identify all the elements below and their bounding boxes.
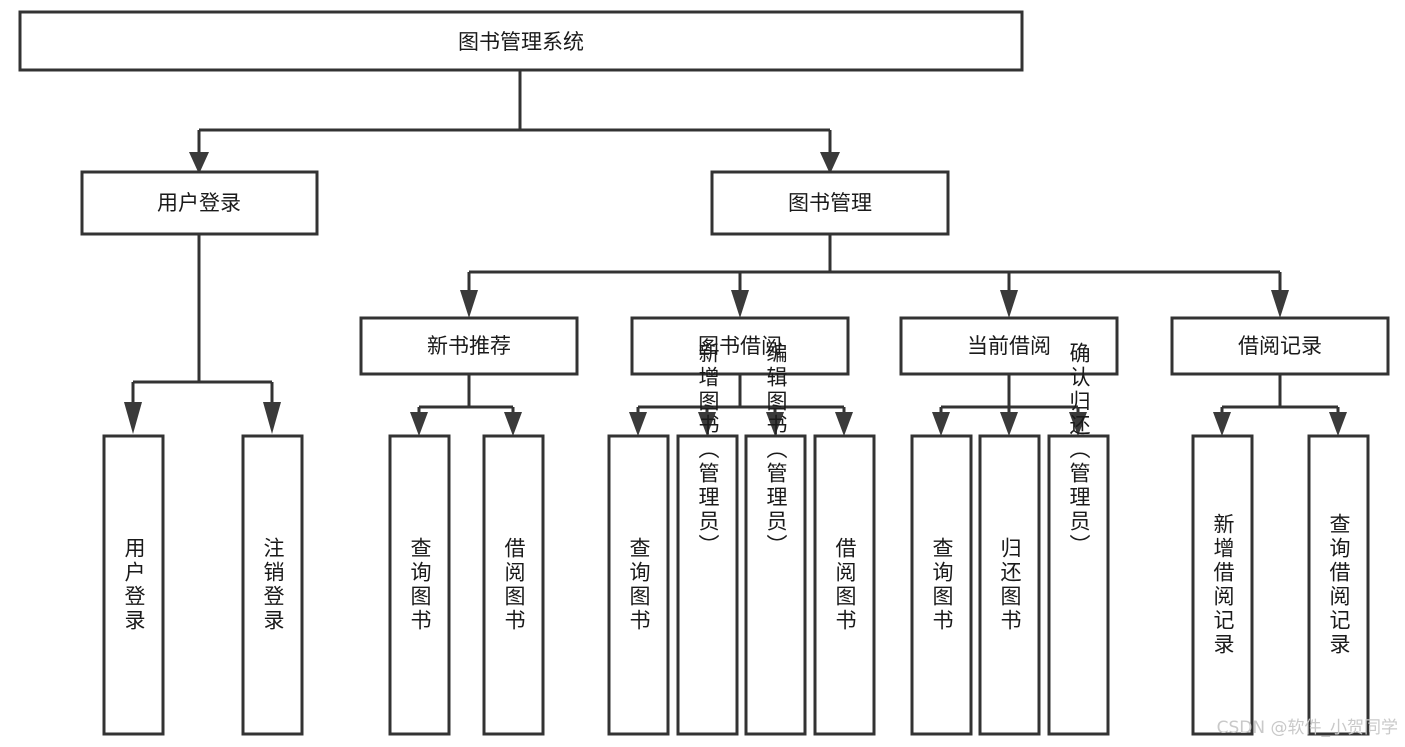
node-leaf-return-book-box[interactable] bbox=[978, 434, 1041, 736]
node-leaf-confirm-return[interactable]: 确认归还（管理员） bbox=[1047, 342, 1110, 736]
node-borrow-record-box[interactable] bbox=[1170, 316, 1390, 376]
node-borrow-record-label: 借阅记录 bbox=[1238, 334, 1322, 358]
node-leaf-logout-login-label: 注销登录 bbox=[261, 537, 285, 633]
arrow-leaf-return-book bbox=[1000, 412, 1018, 436]
arrow-leaf-query-book-3 bbox=[932, 412, 950, 436]
node-book-borrow[interactable]: 图书借阅 bbox=[630, 316, 850, 376]
node-current-borrow-label: 当前借阅 bbox=[967, 334, 1051, 358]
node-leaf-borrow-book-2-box[interactable] bbox=[813, 434, 876, 736]
node-leaf-add-record[interactable]: 新增借阅记录 bbox=[1191, 434, 1254, 736]
node-borrow-record[interactable]: 借阅记录 bbox=[1170, 316, 1390, 376]
arrow-leaf-query-record bbox=[1329, 412, 1347, 436]
node-leaf-borrow-book-2-label: 借阅图书 bbox=[833, 537, 857, 633]
node-book-manage[interactable]: 图书管理 bbox=[710, 170, 950, 236]
arrow-leaf-logout-login bbox=[263, 402, 281, 434]
node-leaf-query-book-3-label: 查询图书 bbox=[930, 537, 954, 633]
node-book-manage-label: 图书管理 bbox=[788, 191, 872, 215]
node-leaf-add-book[interactable]: 新增图书（管理员） bbox=[676, 342, 739, 736]
node-leaf-confirm-return-box[interactable] bbox=[1047, 434, 1110, 736]
node-leaf-return-book-label: 归还图书 bbox=[998, 537, 1022, 633]
node-book-borrow-label: 图书借阅 bbox=[698, 334, 782, 358]
connector-layer bbox=[124, 70, 1347, 436]
node-leaf-query-book-2[interactable]: 查询图书 bbox=[607, 434, 670, 736]
node-leaf-borrow-book-1-label: 借阅图书 bbox=[502, 537, 526, 633]
node-leaf-borrow-book-1[interactable]: 借阅图书 bbox=[482, 434, 545, 736]
node-new-book-recommend-box[interactable] bbox=[359, 316, 579, 376]
node-leaf-borrow-book-1-box[interactable] bbox=[482, 434, 545, 736]
arrow-leaf-query-book-1 bbox=[410, 412, 428, 436]
node-leaf-user-login-box[interactable] bbox=[102, 434, 165, 736]
node-leaf-query-book-3[interactable]: 查询图书 bbox=[910, 434, 973, 736]
arrow-to-book-borrow bbox=[731, 290, 749, 318]
node-leaf-user-login-label: 用户登录 bbox=[122, 537, 146, 633]
arrow-leaf-confirm-return bbox=[1069, 412, 1087, 436]
arrow-leaf-edit-book bbox=[766, 412, 784, 436]
arrow-leaf-borrow-book-1 bbox=[504, 412, 522, 436]
node-leaf-query-book-1-box[interactable] bbox=[388, 434, 451, 736]
node-user-login[interactable]: 用户登录 bbox=[80, 170, 319, 236]
node-new-book-recommend[interactable]: 新书推荐 bbox=[359, 316, 579, 376]
arrow-leaf-user-login bbox=[124, 402, 142, 434]
node-leaf-add-book-box[interactable] bbox=[676, 434, 739, 736]
node-leaf-edit-book-box[interactable] bbox=[744, 434, 807, 736]
arrow-to-current-borrow bbox=[1000, 290, 1018, 318]
arrow-to-book-manage bbox=[820, 152, 840, 174]
node-new-book-recommend-label: 新书推荐 bbox=[427, 334, 511, 358]
node-leaf-query-book-1[interactable]: 查询图书 bbox=[388, 434, 451, 736]
node-leaf-logout-login-box[interactable] bbox=[241, 434, 304, 736]
csdn-watermark: CSDN @软件_小贺同学 bbox=[1217, 718, 1398, 738]
node-leaf-return-book[interactable]: 归还图书 bbox=[978, 434, 1041, 736]
node-user-login-label: 用户登录 bbox=[157, 191, 241, 215]
node-book-borrow-box[interactable] bbox=[630, 316, 850, 376]
node-leaf-borrow-book-2[interactable]: 借阅图书 bbox=[813, 434, 876, 736]
node-leaf-edit-book[interactable]: 编辑图书（管理员） bbox=[744, 342, 807, 736]
node-leaf-add-book-label: 新增图书（管理员） bbox=[696, 342, 720, 558]
node-root-label: 图书管理系统 bbox=[458, 30, 584, 54]
node-leaf-logout-login[interactable]: 注销登录 bbox=[241, 434, 304, 736]
node-current-borrow-box[interactable] bbox=[899, 316, 1119, 376]
node-leaf-query-record[interactable]: 查询借阅记录 bbox=[1307, 434, 1370, 736]
node-book-manage-box[interactable] bbox=[710, 170, 950, 236]
node-leaf-query-book-3-box[interactable] bbox=[910, 434, 973, 736]
node-user-login-box[interactable] bbox=[80, 170, 319, 236]
arrow-leaf-borrow-book-2 bbox=[835, 412, 853, 436]
node-leaf-query-book-2-box[interactable] bbox=[607, 434, 670, 736]
node-leaf-query-record-box[interactable] bbox=[1307, 434, 1370, 736]
node-leaf-query-record-label: 查询借阅记录 bbox=[1327, 513, 1351, 657]
node-leaf-add-record-label: 新增借阅记录 bbox=[1211, 513, 1235, 657]
node-leaf-user-login[interactable]: 用户登录 bbox=[102, 434, 165, 736]
arrow-leaf-add-book bbox=[698, 412, 716, 436]
arrow-to-borrow-record bbox=[1271, 290, 1289, 318]
node-leaf-add-record-box[interactable] bbox=[1191, 434, 1254, 736]
arrow-to-new-book bbox=[460, 290, 478, 318]
node-leaf-query-book-1-label: 查询图书 bbox=[408, 537, 432, 633]
node-leaf-confirm-return-label: 确认归还（管理员） bbox=[1067, 342, 1091, 558]
node-leaf-edit-book-label: 编辑图书（管理员） bbox=[764, 342, 788, 558]
node-leaf-query-book-2-label: 查询图书 bbox=[627, 537, 651, 633]
arrow-to-user-login bbox=[189, 152, 209, 174]
node-root-box[interactable] bbox=[18, 10, 1024, 72]
arrow-leaf-query-book-2 bbox=[629, 412, 647, 436]
node-current-borrow[interactable]: 当前借阅 bbox=[899, 316, 1119, 376]
arrow-leaf-add-record bbox=[1213, 412, 1231, 436]
node-root[interactable]: 图书管理系统 bbox=[18, 10, 1024, 72]
